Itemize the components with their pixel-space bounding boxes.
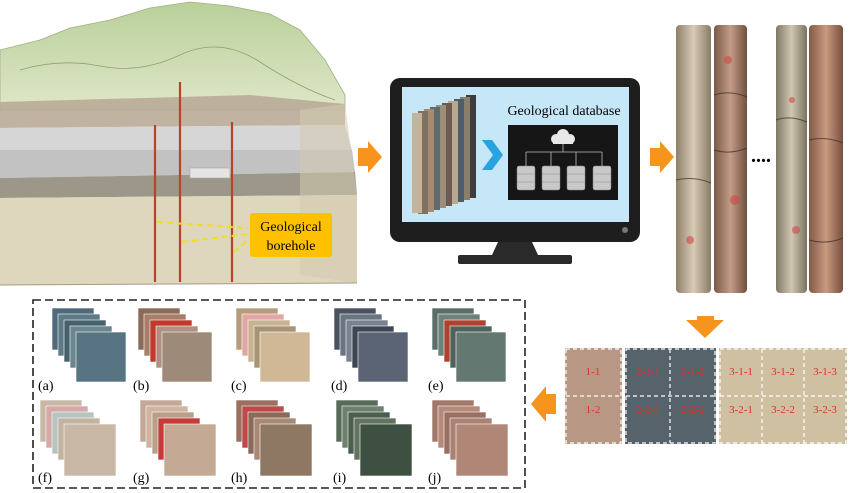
texture-class-f: (f) xyxy=(38,399,117,486)
segment-label: 3-2-1 xyxy=(729,404,753,416)
texture-label: (j) xyxy=(428,471,442,486)
arrow-left-icon xyxy=(531,386,556,422)
texture-classes-panel xyxy=(32,299,526,489)
borehole-pointers xyxy=(156,221,251,253)
arrow-right-icon xyxy=(358,141,382,173)
arrow-right-icon xyxy=(650,141,674,173)
core-sample-strips: .... xyxy=(675,25,844,293)
texture-label: (b) xyxy=(133,379,150,394)
texture-class-d: (d) xyxy=(331,307,409,394)
texture-label: (c) xyxy=(231,379,247,394)
texture-label: (a) xyxy=(38,379,54,394)
segment-label: 2-2-1 xyxy=(636,404,660,416)
database-title: Geological database xyxy=(507,104,620,119)
texture-label: (d) xyxy=(331,379,348,394)
borehole-label-line1: Geological xyxy=(260,220,322,235)
segment-label: 1-1 xyxy=(586,366,601,378)
texture-class-a: (a) xyxy=(38,307,127,394)
segment-label: 1-2 xyxy=(586,404,601,416)
segment-label: 3-1-2 xyxy=(771,366,795,378)
segment-label: 3-1-1 xyxy=(729,366,753,378)
texture-class-i: (i) xyxy=(333,399,413,486)
core-image-stack xyxy=(412,95,476,214)
geology-block: Geological borehole xyxy=(0,1,358,286)
texture-label: (f) xyxy=(38,471,52,486)
core-ellipsis: .... xyxy=(751,145,771,167)
texture-class-c: (c) xyxy=(231,307,311,394)
arrow-down-icon xyxy=(686,316,724,338)
texture-class-e: (e) xyxy=(428,307,507,394)
texture-label: (i) xyxy=(333,471,347,486)
segment-label: 2-1-2 xyxy=(681,366,705,378)
segment-label: 3-2-2 xyxy=(771,404,795,416)
chevron-right-icon xyxy=(482,140,503,170)
segment-label: 2-1-1 xyxy=(636,366,660,378)
texture-class-h: (h) xyxy=(231,399,313,486)
texture-class-b: (b) xyxy=(133,307,213,394)
database-server-icons xyxy=(516,165,612,191)
segmented-core: 1-1 1-2 2-1-1 2-1-2 2-2-1 2-2-2 3-1-1 3-… xyxy=(565,348,847,444)
segment-label: 3-2-3 xyxy=(813,404,837,416)
cloud-icon xyxy=(551,129,575,144)
segment-label: 3-1-3 xyxy=(813,366,837,378)
monitor: Geological database xyxy=(390,78,640,264)
borehole-label-line2: borehole xyxy=(267,239,316,254)
texture-class-g: (g) xyxy=(133,399,217,486)
texture-label: (e) xyxy=(428,379,444,394)
segment-label: 2-2-2 xyxy=(681,404,705,416)
texture-class-j: (j) xyxy=(428,399,509,486)
borehole-label-box xyxy=(250,213,332,257)
texture-label: (g) xyxy=(133,471,150,486)
texture-label: (h) xyxy=(231,471,248,486)
